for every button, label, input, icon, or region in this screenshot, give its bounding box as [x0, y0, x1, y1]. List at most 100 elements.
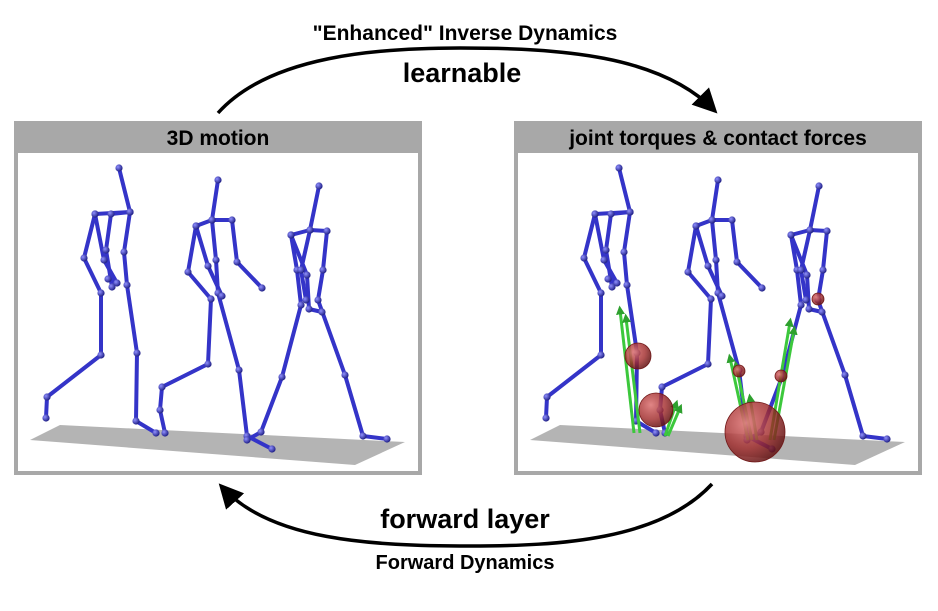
floor-plane — [30, 425, 405, 465]
skeleton-joint — [204, 262, 212, 270]
skeleton-joint — [708, 216, 716, 224]
skeleton-joint — [714, 176, 722, 184]
skeleton-joint — [543, 393, 551, 401]
skeleton-joint — [123, 281, 131, 289]
skeleton-joint — [228, 216, 236, 224]
force-arrow — [622, 313, 642, 434]
skeleton-joint — [623, 281, 631, 289]
panel-header — [516, 121, 920, 153]
curved-arrow-left-icon — [218, 482, 714, 548]
skeleton-joint — [341, 371, 349, 379]
skeleton-joint — [42, 414, 50, 422]
contact-sphere — [638, 392, 674, 428]
skeleton-bone — [710, 218, 764, 290]
skeleton-joint — [133, 349, 141, 357]
skeleton-joint — [212, 256, 220, 264]
skeleton-bone — [122, 210, 158, 435]
skeleton-joint — [712, 256, 720, 264]
skeleton-joint — [161, 429, 169, 437]
skeleton-joint — [841, 371, 849, 379]
inverse-dynamics-title: "Enhanced" Inverse Dynamics — [313, 22, 618, 45]
skeleton-joint — [802, 296, 810, 304]
skeleton-bone — [210, 218, 264, 290]
skeleton-joint — [805, 305, 813, 313]
skeleton-joint — [652, 429, 660, 437]
skeleton-joint — [214, 176, 222, 184]
skeleton-joint — [97, 351, 105, 359]
skeleton-joint — [613, 279, 621, 287]
skeleton-joint — [758, 284, 766, 292]
skeleton-joint — [718, 292, 726, 300]
skeleton-joint — [80, 254, 88, 262]
contact-sphere — [724, 401, 786, 463]
skeleton-joint — [728, 216, 736, 224]
skeleton-joint — [883, 435, 891, 443]
skeleton-joint — [156, 406, 164, 414]
skeleton-joint — [102, 246, 110, 254]
skeleton-joint — [113, 279, 121, 287]
skeleton-joint — [658, 383, 666, 391]
panel-header — [16, 121, 420, 153]
skeleton-joint — [204, 360, 212, 368]
skeleton-joint — [684, 268, 692, 276]
skeleton-joint — [823, 227, 831, 235]
skeleton-joint — [104, 275, 112, 283]
skeleton-joint — [235, 366, 243, 374]
panel-title: 3D motion — [167, 127, 270, 150]
skeleton-joint — [302, 296, 310, 304]
skeleton-joint — [803, 271, 811, 279]
skeleton-joint — [100, 256, 108, 264]
skeleton-joint — [797, 301, 805, 309]
skeleton-joint — [287, 231, 295, 239]
panel-3d-motion: 3D motion — [14, 121, 422, 475]
skeleton-joint — [268, 445, 276, 453]
skeleton-joint — [542, 414, 550, 422]
skeleton-joint — [306, 226, 314, 234]
skeleton-joint — [115, 164, 123, 172]
skeleton-joint — [615, 164, 623, 172]
skeleton-joint — [819, 266, 827, 274]
panel-forces: joint torques & contact forces — [514, 121, 922, 475]
force-arrow — [616, 305, 636, 434]
contact-sphere — [774, 369, 788, 383]
skeleton-joint — [733, 258, 741, 266]
skeleton-joint — [620, 248, 628, 256]
skeleton-joint — [158, 383, 166, 391]
skeleton-joint — [257, 428, 265, 436]
skeleton-joint — [91, 210, 99, 218]
contact-sphere — [732, 364, 746, 378]
skeleton-joint — [359, 432, 367, 440]
skeleton-joint — [597, 351, 605, 359]
skeleton-joint — [318, 308, 326, 316]
skeleton-group — [42, 164, 391, 453]
skeleton-figure — [42, 164, 160, 437]
skeleton-joint — [707, 295, 715, 303]
skeleton-joint — [602, 246, 610, 254]
skeleton-joint — [107, 210, 115, 218]
skeleton-joint — [323, 227, 331, 235]
skeleton-joint — [303, 271, 311, 279]
skeleton-bone — [604, 210, 632, 289]
skeleton-joint — [97, 289, 105, 297]
skeleton-bone — [289, 233, 324, 314]
skeleton-joint — [704, 262, 712, 270]
skeleton-bone — [104, 210, 132, 289]
skeleton-joint — [600, 256, 608, 264]
curved-arrow-right-icon — [216, 46, 718, 115]
skeleton-joint — [319, 266, 327, 274]
skeleton-joint — [692, 222, 700, 230]
skeleton-joint — [108, 283, 116, 291]
skeleton-joint — [297, 301, 305, 309]
skeleton-joint — [184, 268, 192, 276]
skeleton-joint — [233, 258, 241, 266]
skeleton-joint — [208, 216, 216, 224]
skeleton-joint — [120, 248, 128, 256]
learnable-label: learnable — [403, 58, 522, 88]
skeleton-joint — [383, 435, 391, 443]
forward-dynamics-title: Forward Dynamics — [376, 552, 555, 574]
skeleton-joint — [314, 296, 322, 304]
skeleton-joint — [43, 393, 51, 401]
skeleton-joint — [626, 208, 634, 216]
skeleton-joint — [704, 360, 712, 368]
